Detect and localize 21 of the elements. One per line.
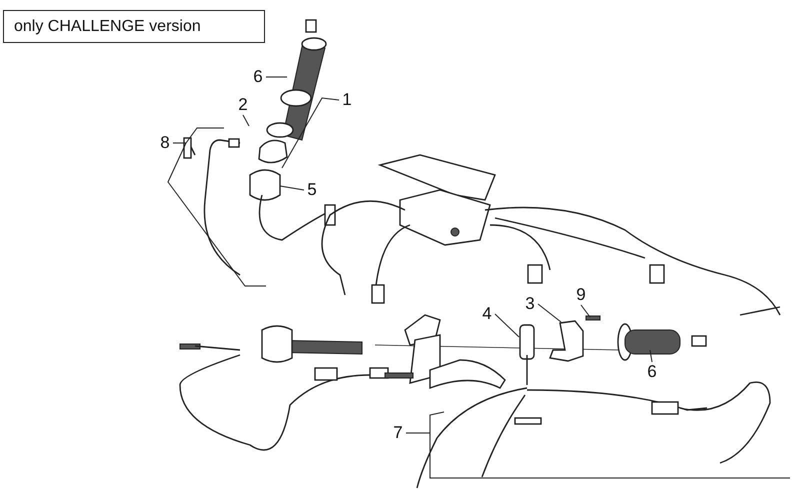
leader-line: [494, 314, 520, 338]
leader-line: [538, 304, 562, 322]
leader-line: [280, 186, 304, 190]
leader-line: [580, 304, 590, 318]
leader-line: [242, 114, 250, 126]
callout-number: 7: [391, 423, 405, 443]
note-label: only CHALLENGE version: [3, 10, 265, 43]
leader-line: [266, 76, 288, 78]
callout-number: 4: [480, 304, 494, 324]
callout-number: 8: [158, 133, 172, 153]
callout-number: 9: [574, 285, 588, 305]
leader-line: [167, 128, 266, 286]
callout-number: 5: [305, 180, 319, 200]
callout-number: 1: [340, 90, 354, 110]
callout-number: 6: [251, 67, 265, 87]
callout-number: 2: [236, 95, 250, 115]
leader-line: [650, 350, 652, 362]
callout-number: 6: [645, 362, 659, 382]
callout-number: 3: [523, 294, 537, 314]
leader-line: [282, 97, 340, 168]
leader-line: [406, 412, 790, 478]
